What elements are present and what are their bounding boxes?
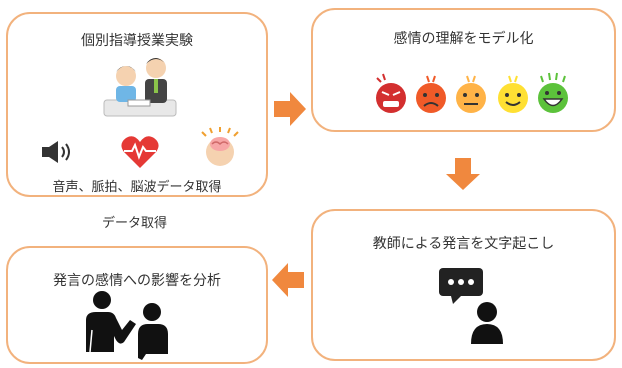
smile-face-icon bbox=[498, 75, 528, 113]
arrow-down bbox=[446, 158, 480, 190]
happy-face-icon bbox=[538, 72, 568, 113]
step2-box: 感情の理解をモデル化 bbox=[311, 8, 616, 132]
speaker-icon bbox=[42, 141, 70, 163]
speech-bubble-person-icon bbox=[439, 268, 503, 344]
arrow-right bbox=[274, 92, 306, 126]
arrow-left bbox=[272, 263, 304, 297]
brain-head-icon bbox=[201, 127, 239, 166]
teacher-student-illustration bbox=[103, 58, 177, 117]
neutral-face-icon bbox=[456, 75, 486, 113]
step4-title: 発言の感情への影響を分析 bbox=[53, 273, 221, 289]
step1-title: 個別指導授業実験 bbox=[81, 33, 193, 49]
step1-caption: 音声、脈拍、脳波データ取得 bbox=[52, 180, 222, 195]
heart-pulse-icon bbox=[121, 136, 159, 168]
emotion-faces bbox=[376, 72, 568, 113]
angry-face-icon bbox=[376, 73, 406, 113]
step4-box: 発言の感情への影響を分析 bbox=[6, 246, 268, 364]
sad-face-icon bbox=[416, 75, 446, 113]
step2-title: 感情の理解をモデル化 bbox=[393, 31, 534, 47]
step3-title: 教師による発言を文字起こし bbox=[372, 236, 555, 252]
step1-box: 個別指導授業実験 音声、脈拍、脳波データ取得 bbox=[6, 12, 268, 197]
step3-box: 教師による発言を文字起こし bbox=[311, 209, 616, 361]
two-people-talking-icon bbox=[86, 291, 168, 360]
data-acquisition-label: データ取得 bbox=[102, 216, 168, 231]
